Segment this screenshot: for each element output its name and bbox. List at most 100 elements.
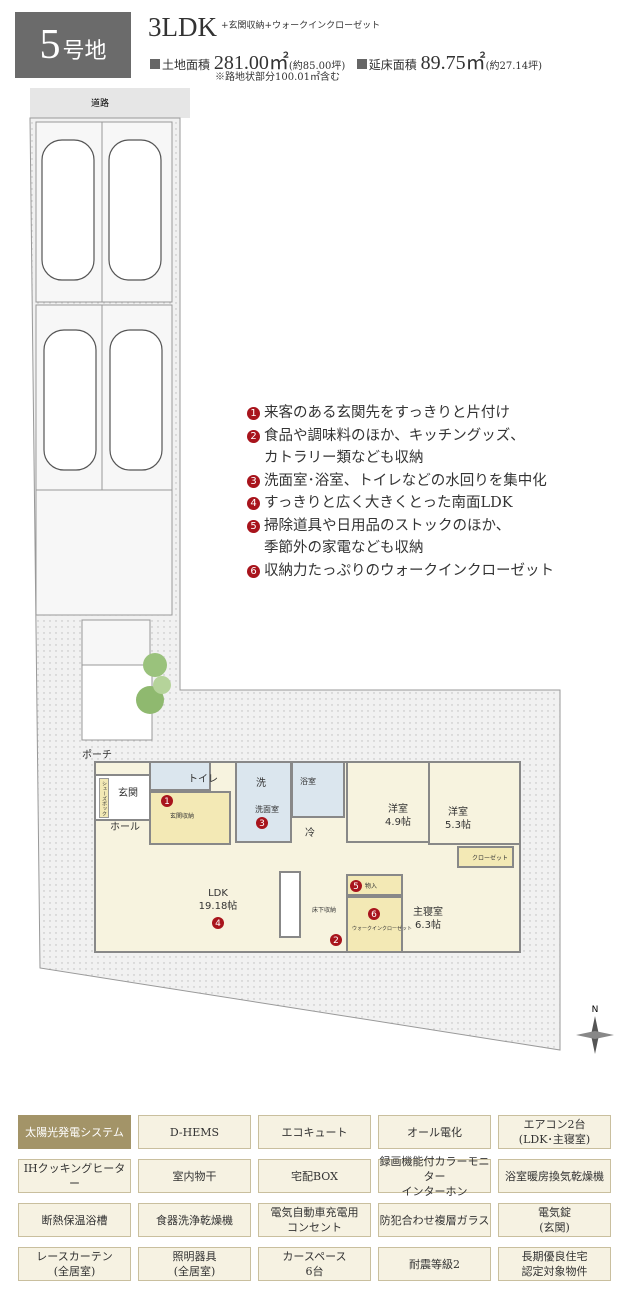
square-bullet-icon (356, 59, 367, 69)
equipment-cell: 耐震等級2 (378, 1247, 491, 1281)
car-icon (41, 139, 95, 281)
feature-item-continued: カトラリー類なども収納 (264, 450, 424, 466)
marker-1-label: 1 (164, 797, 170, 807)
floor-area-value: 89.75㎡ (420, 52, 486, 74)
shoe-box-label: シューズボックス (99, 778, 109, 818)
area-info: 土地面積 281.00㎡(約85.00坪) 延床面積 89.75㎡(約27.14… (150, 46, 542, 75)
equipment-cell: 電気錠 (玄関) (498, 1203, 611, 1237)
marker-5 (350, 880, 362, 892)
equipment-cell: IHクッキングヒーター (18, 1159, 131, 1193)
entrance-label: 玄関 (118, 786, 138, 799)
equipment-cell: 宅配BOX (258, 1159, 371, 1193)
feature-item: 1 来客のある玄関先をすっきりと片付け (247, 402, 554, 425)
feature-text: 食品や調味料のほか、キッチングッズ、 (264, 427, 525, 444)
land-area-label: 土地面積 (162, 58, 211, 72)
feature-text: すっきりと広く大きくとった南面LDK (264, 495, 513, 511)
equipment-cell: 長期優良住宅 認定対象物件 (498, 1247, 611, 1281)
car-icons (41, 139, 163, 471)
equipment-cell: 太陽光発電システム (18, 1115, 131, 1149)
western-room-2-label: 洋室 (448, 805, 468, 818)
marker-3-label: 3 (259, 819, 265, 829)
lot-suffix: 号地 (62, 39, 107, 64)
house-floor-plan (94, 761, 521, 953)
feature-number: 5 (247, 519, 260, 533)
compass-icon: N (576, 1005, 614, 1054)
car-icon (43, 329, 97, 471)
lot-number: 5 (39, 22, 61, 68)
car-icon (108, 139, 162, 281)
equipment-cell: レースカーテン (全居室) (18, 1247, 131, 1281)
feature-text: 掃除道具や日用品のストックのほか、 (264, 517, 511, 534)
wash-label: 洗 (256, 777, 266, 789)
equipment-cell: 室内物干 (138, 1159, 251, 1193)
equipment-cell: エコキュート (258, 1115, 371, 1149)
feature-text: 来客のある玄関先をすっきりと片付け (264, 405, 510, 421)
porch-label: ポーチ (82, 749, 112, 761)
feature-item: 4 すっきりと広く大きくとった南面LDK (247, 492, 554, 515)
feature-item: 5 掃除道具や日用品のストックのほか、 (247, 515, 554, 538)
marker-6 (368, 908, 380, 920)
compass-label: N (592, 1005, 599, 1015)
layout-type: 3LDK (148, 12, 217, 42)
marker-1 (161, 795, 173, 807)
marker-2-label: 2 (333, 936, 339, 946)
toilet-label: トイレ (188, 774, 218, 785)
site-plan: 道路 ポーチ 玄関 ホール トイレ 玄関収納 洗 洗面室 浴室 冷 (29, 88, 614, 1054)
storage-label: 物入 (365, 882, 377, 890)
western-room-2-size: 5.3帖 (445, 818, 471, 831)
master-bedroom-size: 6.3帖 (415, 918, 441, 931)
area-note: ※路地状部分100.01㎡含む (215, 72, 340, 83)
hall-label: ホール (110, 821, 140, 833)
marker-4-label: 4 (215, 919, 221, 929)
ldk-label: LDK (208, 888, 228, 899)
equipment-cell: エアコン2台 (LDK･主寝室) (498, 1115, 611, 1149)
marker-3 (256, 817, 268, 829)
road (30, 88, 190, 118)
equipment-cell: 電気自動車充電用 コンセント (258, 1203, 371, 1237)
feature-text: 洗面室･浴室、トイレなどの水回りを集中化 (264, 472, 547, 489)
equipment-cell: オール電化 (378, 1115, 491, 1149)
square-bullet-icon (150, 59, 160, 69)
feature-number: 4 (247, 497, 260, 510)
marker-5-label: 5 (353, 882, 359, 892)
marker-4 (212, 917, 224, 929)
road-label: 道路 (91, 97, 109, 109)
washroom-label: 洗面室 (255, 804, 279, 814)
equipment-cell: 浴室暖房換気乾燥機 (498, 1159, 611, 1193)
master-bedroom-label: 主寝室 (413, 905, 443, 918)
equipment-cell: 断熱保温浴槽 (18, 1203, 131, 1237)
floor-area-label: 延床面積 (368, 58, 417, 72)
western-room-1-size: 4.9帖 (385, 815, 411, 828)
feature-list: 1 来客のある玄関先をすっきりと片付け 2 食品や調味料のほか、キッチングッズ、 カ… (247, 402, 554, 582)
fridge-label: 冷 (305, 826, 315, 839)
ldk-size: 19.18帖 (199, 899, 238, 912)
tree-icon (136, 653, 171, 714)
land-area-value: 281.00㎡ (213, 52, 289, 74)
car-icon (109, 329, 163, 471)
marker-2 (330, 934, 342, 946)
feature-item: 6 収納力たっぷりのウォークインクローゼット (247, 560, 554, 583)
plan-title: 3LDK+玄関収納+ウォークインクローゼット (148, 12, 380, 43)
feature-item-continued: 季節外の家電なども収納 (264, 540, 424, 556)
underfloor-storage-label: 床下収納 (312, 906, 336, 914)
western-room-1-label: 洋室 (388, 802, 408, 815)
equipment-cell: 録画機能付カラーモニター インターホン (378, 1154, 491, 1198)
marker-6-label: 6 (371, 910, 377, 920)
wic-label: ウォークインクローゼット (352, 925, 412, 932)
entrance-storage-label: 玄関収納 (170, 812, 194, 820)
feature-number: 6 (247, 564, 260, 578)
feature-number: 2 (247, 429, 260, 443)
equipment-cell: 食器洗浄乾燥機 (138, 1203, 251, 1237)
feature-number: 1 (247, 407, 260, 420)
feature-number: 3 (247, 474, 260, 488)
closet-label: クローゼット (472, 854, 508, 862)
feature-text: 収納力たっぷりのウォークインクローゼット (264, 562, 554, 579)
feature-item: 2 食品や調味料のほか、キッチングッズ、 (247, 425, 554, 448)
feature-item: 3 洗面室･浴室、トイレなどの水回りを集中化 (247, 470, 554, 493)
equipment-cell: 照明器具 (全居室) (138, 1247, 251, 1281)
bath-label: 浴室 (300, 776, 316, 786)
land-area-tsubo: (約85.00坪) (288, 61, 346, 72)
floor-area-tsubo: (約27.14坪) (485, 61, 543, 72)
